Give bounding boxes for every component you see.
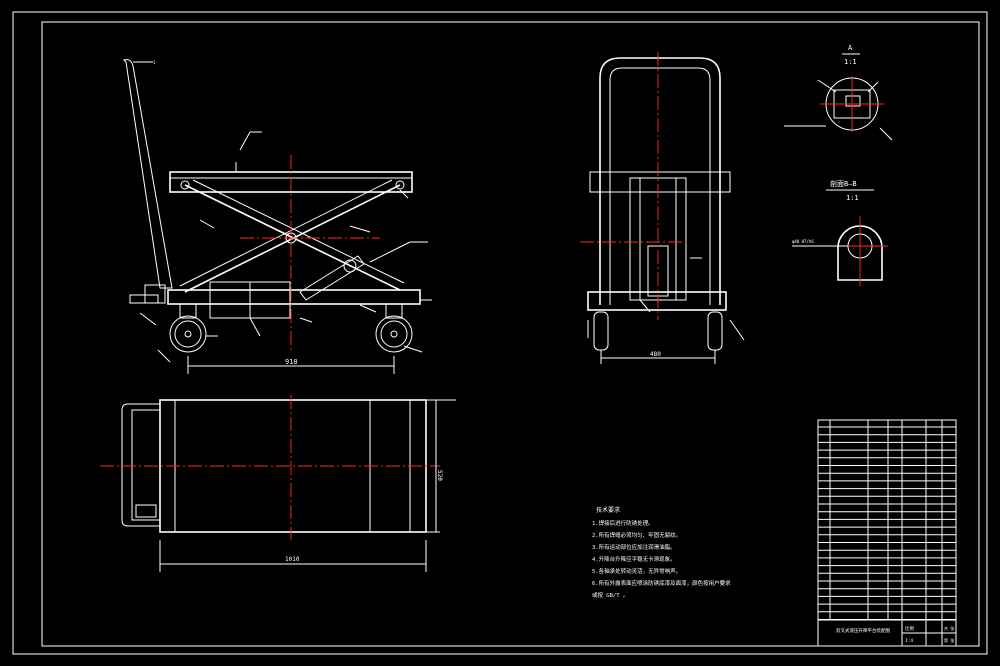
- front-wheel: [169, 315, 207, 353]
- sheet-number: 第 张: [944, 637, 954, 643]
- scissor-arm-1: [184, 184, 401, 291]
- handle-bar: [123, 59, 173, 289]
- section-b-scale: 1:1: [846, 194, 859, 202]
- inner-border: [41, 21, 980, 647]
- scale-label: 比例: [905, 625, 914, 632]
- end-dim-text: 480: [650, 351, 661, 358]
- total-sheets: 共 张: [944, 625, 954, 631]
- detail-a-scale: 1:1: [844, 58, 857, 66]
- end-wheel-left: [593, 311, 609, 351]
- tech-req-item: 1.焊接后进行防锈处理。: [592, 519, 654, 527]
- drawing-title: 剪叉式液压升降平台装配图: [836, 627, 890, 634]
- end-base: [587, 291, 727, 311]
- tech-req-title: 技术要求: [596, 506, 620, 514]
- top-dim-length-text: 1010: [285, 556, 300, 563]
- scale-value: 1:4: [905, 638, 913, 644]
- side-view: 1 910: [123, 59, 432, 374]
- tech-req-item: 5.各轴承处转动灵活，无异常响声。: [592, 567, 681, 575]
- hydraulic-cylinder: [299, 255, 365, 301]
- detail-a-letter: A: [848, 44, 853, 52]
- top-view: 520 1010: [100, 395, 456, 572]
- scissor-arm-2: [184, 184, 401, 293]
- section-b: 剖面B—B 1:1 φ40 H7/h6: [792, 179, 888, 286]
- detail-a: A 1:1: [784, 44, 893, 141]
- end-platform: [589, 171, 731, 193]
- top-handle: [121, 403, 160, 527]
- tech-requirements: 技术要求 1.焊接后进行防锈处理。 2.所有焊缝必须均匀、牢固无裂纹。 3.所有…: [592, 506, 731, 599]
- section-b-dim: φ40 H7/h6: [792, 239, 814, 244]
- foot-pedal: [129, 294, 159, 304]
- title-block: 剪叉式液压升降平台装配图 比例 1:4 共 张 第 张: [817, 419, 957, 647]
- tech-req-item: 或按 GB/T 。: [592, 591, 628, 599]
- outer-border: [12, 11, 988, 655]
- end-wheel-right: [707, 311, 723, 351]
- top-dim-width-text: 520: [436, 470, 443, 481]
- base-frame: [167, 289, 421, 305]
- end-view: 480: [580, 52, 745, 364]
- tech-req-item: 2.所有焊缝必须均匀、牢固无裂纹。: [592, 531, 681, 539]
- svg-text:1: 1: [153, 60, 156, 65]
- section-b-outline: [837, 225, 883, 281]
- end-handle-frame: [599, 57, 721, 305]
- tech-req-item: 4.升降台升降应平稳无卡滞现象。: [592, 555, 676, 563]
- section-b-title: 剖面B—B: [830, 179, 857, 188]
- tech-req-item: 3.所有运动部位应加注润滑油脂。: [592, 543, 676, 551]
- tech-req-item: 6.所有外露表面应喷涂防锈底漆及面漆，颜色按用户要求: [592, 579, 731, 587]
- rear-wheel: [375, 315, 413, 353]
- side-dim-text: 910: [285, 358, 298, 366]
